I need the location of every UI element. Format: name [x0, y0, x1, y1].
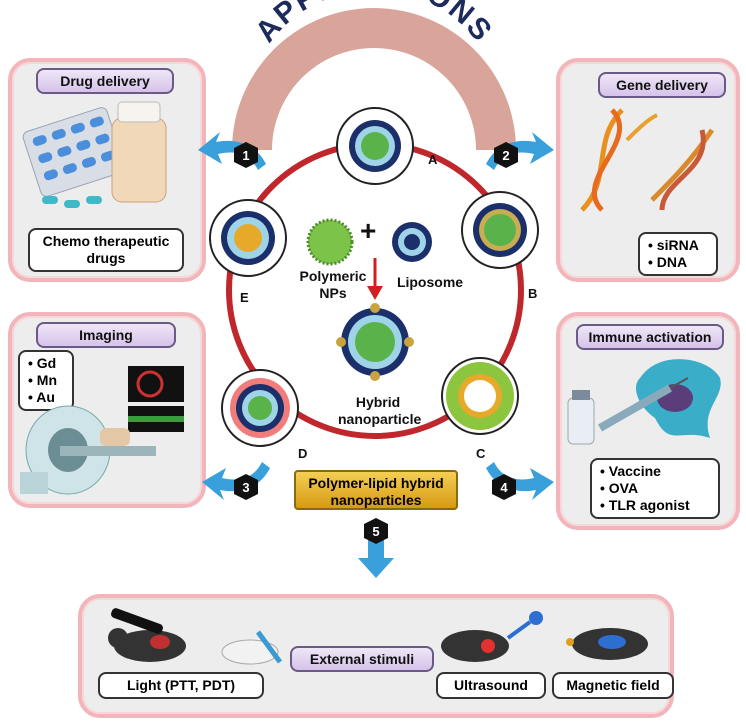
- ultrasound-box: Ultrasound: [436, 672, 546, 699]
- drug-delivery-tag: Drug delivery: [36, 68, 174, 94]
- letter-b: B: [528, 286, 538, 301]
- gene-item-dna: DNA: [648, 254, 708, 271]
- particle-c-icon: [441, 357, 519, 435]
- gene-list-box: siRNA DNA: [638, 232, 718, 276]
- letter-e: E: [240, 290, 249, 305]
- step-5: 5: [372, 524, 379, 539]
- particle-a-icon: [336, 107, 414, 185]
- immune-activation-tag: Immune activation: [576, 324, 724, 350]
- arrow-3-icon: 3: [202, 462, 270, 500]
- letter-a: A: [428, 152, 438, 167]
- gene-item-sirna: siRNA: [648, 237, 708, 254]
- hybrid-banner: Polymer-lipid hybrid nanoparticles: [294, 470, 458, 510]
- liposome-label: Liposome: [396, 274, 464, 290]
- dna-helix-icon: [580, 108, 715, 212]
- magnetic-field-box: Magnetic field: [552, 672, 674, 699]
- hybrid-ring-diagram: [209, 107, 539, 447]
- pill-pack-icon: [22, 101, 167, 208]
- particle-d-icon: [221, 369, 299, 447]
- particle-e-icon: [209, 199, 287, 277]
- applications-arch: APPLICATIONS: [232, 0, 516, 151]
- polymeric-nps-label: Polymeric NPs: [299, 268, 367, 301]
- letter-c: C: [476, 446, 486, 461]
- step-3: 3: [242, 480, 249, 495]
- imaging-item-gd: Gd: [28, 355, 64, 372]
- immune-item-tlr: TLR agonist: [600, 497, 710, 514]
- immune-list-box: Vaccine OVA TLR agonist: [590, 458, 720, 519]
- arrow-2-icon: 2: [486, 132, 554, 170]
- gene-delivery-tag: Gene delivery: [598, 72, 726, 98]
- chemo-drugs-box: Chemo therapeutic drugs: [28, 228, 184, 272]
- immune-item-ova: OVA: [600, 480, 710, 497]
- imaging-item-au: Au: [28, 389, 64, 406]
- step-4: 4: [500, 480, 508, 495]
- light-box: Light (PTT, PDT): [98, 672, 264, 699]
- imaging-list-box: Gd Mn Au: [18, 350, 74, 411]
- hybrid-particle-icon: [336, 303, 414, 381]
- mice-stimuli-icon: [108, 608, 648, 665]
- letter-d: D: [298, 446, 308, 461]
- external-stimuli-tag: External stimuli: [290, 646, 434, 672]
- arrow-1-icon: 1: [198, 132, 266, 170]
- imaging-tag: Imaging: [36, 322, 176, 348]
- particle-b-icon: [461, 191, 539, 269]
- hybrid-nanoparticle-label: Hybrid nanoparticle: [338, 394, 422, 427]
- vaccine-cell-icon: [567, 359, 721, 445]
- arrow-4-icon: 4: [486, 462, 554, 500]
- mri-scanner-icon: [20, 366, 184, 495]
- step-2: 2: [502, 148, 509, 163]
- imaging-item-mn: Mn: [28, 372, 64, 389]
- liposome-icon: [392, 222, 432, 262]
- polymeric-np-icon: [306, 218, 354, 266]
- plus-sign: +: [360, 215, 377, 246]
- immune-item-vaccine: Vaccine: [600, 463, 710, 480]
- step-1: 1: [242, 148, 249, 163]
- arrow-5-icon: 5: [358, 518, 394, 578]
